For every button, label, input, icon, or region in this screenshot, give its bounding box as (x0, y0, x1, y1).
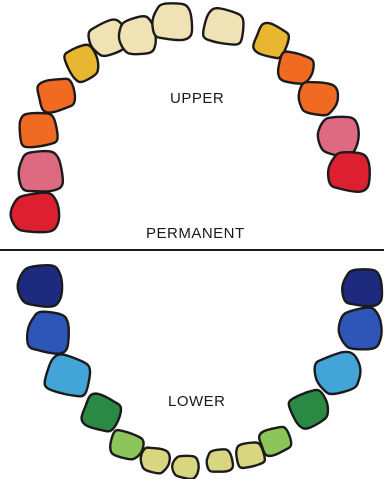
permanent-label: PERMANENT (146, 225, 245, 242)
upper-right-premolar-2-tooth (17, 110, 59, 149)
upper-left-lateral-incisor-tooth (202, 6, 247, 46)
upper-left-central-incisor-tooth (152, 3, 192, 40)
upper-label: UPPER (170, 90, 224, 107)
lower-right-lateral-incisor-tooth (138, 445, 172, 476)
lower-left-central-incisor-tooth (205, 448, 234, 474)
lower-left-molar-3-tooth (342, 269, 382, 306)
lower-left-molar-2-tooth (337, 306, 384, 352)
arch-divider (0, 249, 384, 251)
lower-right-molar-1-tooth (43, 352, 94, 399)
upper-right-molar-1-tooth (16, 149, 64, 194)
upper-right-molar-2-tooth (9, 192, 60, 235)
lower-right-molar-2-tooth (26, 310, 72, 355)
lower-label: LOWER (168, 393, 226, 410)
lower-arch (18, 265, 384, 479)
upper-right-premolar-1-tooth (36, 76, 78, 115)
lower-right-central-incisor-tooth (171, 454, 200, 479)
lower-right-molar-3-tooth (18, 265, 62, 307)
upper-left-molar-2-tooth (327, 151, 371, 193)
upper-arch (9, 3, 371, 234)
upper-left-molar-1-tooth (316, 114, 361, 158)
upper-left-premolar-2-tooth (296, 79, 340, 118)
